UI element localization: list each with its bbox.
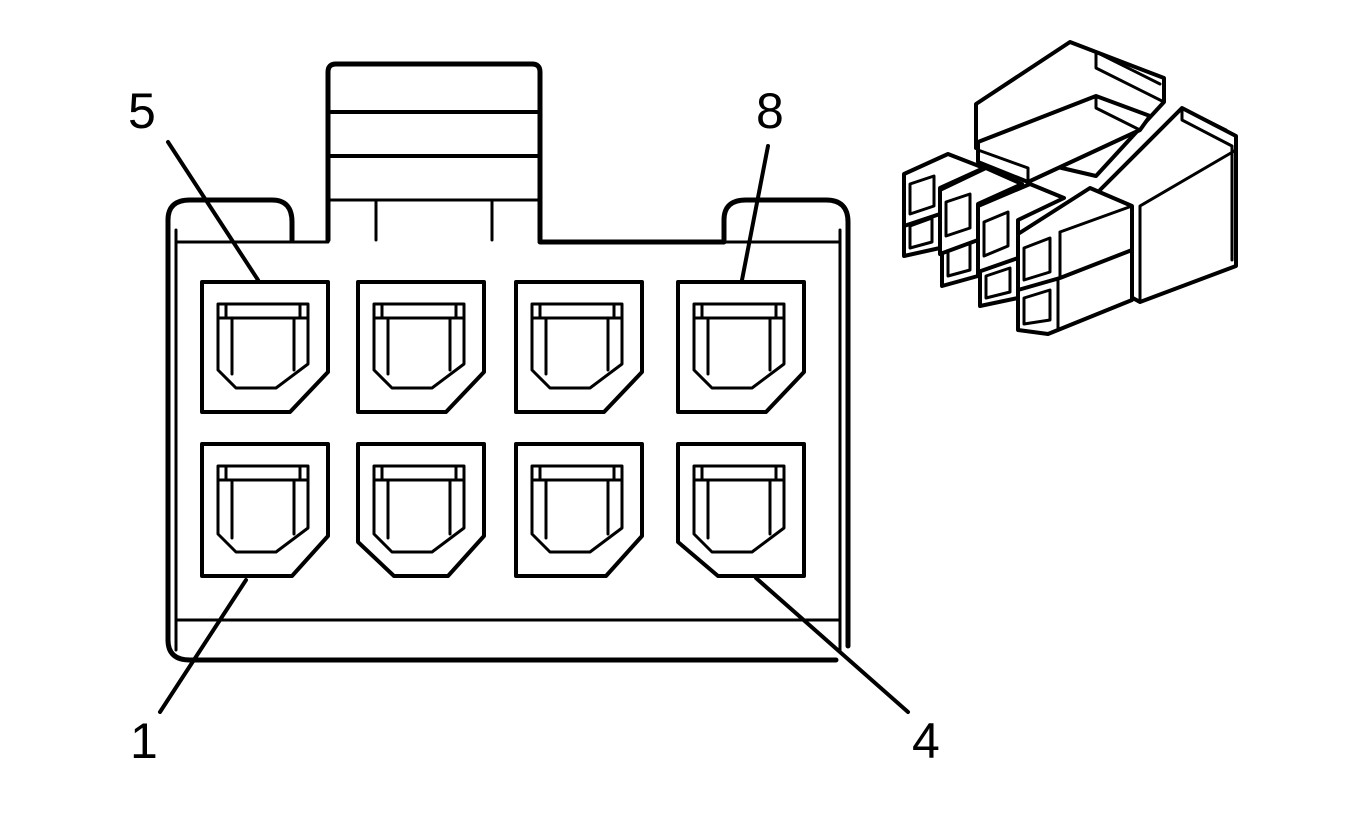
pin-label-4: 4 xyxy=(912,713,940,769)
cavity-row-bottom xyxy=(200,442,806,578)
leader-line-8 xyxy=(740,144,770,282)
leader-line-5 xyxy=(166,140,260,282)
locking-tab xyxy=(325,61,543,243)
cavity-2 xyxy=(356,442,486,578)
iso-cavity-row-top xyxy=(902,152,1134,292)
pin-label-8: 8 xyxy=(756,83,784,139)
cavity-8 xyxy=(676,280,806,414)
cavity-5 xyxy=(200,280,330,414)
cavity-7 xyxy=(514,280,644,414)
connector-isometric-view xyxy=(902,40,1238,336)
connector-face-view: 5 8 1 4 xyxy=(128,61,940,769)
cavity-3 xyxy=(514,442,644,578)
pin-label-5: 5 xyxy=(128,83,156,139)
cavity-row-top xyxy=(200,280,806,414)
leader-line-4 xyxy=(754,576,910,714)
cavity-6 xyxy=(356,280,486,414)
cavity-1 xyxy=(200,442,330,578)
housing xyxy=(165,197,851,663)
pin-label-1: 1 xyxy=(130,713,158,769)
leader-line-1 xyxy=(158,578,248,714)
cavity-4 xyxy=(676,442,806,578)
